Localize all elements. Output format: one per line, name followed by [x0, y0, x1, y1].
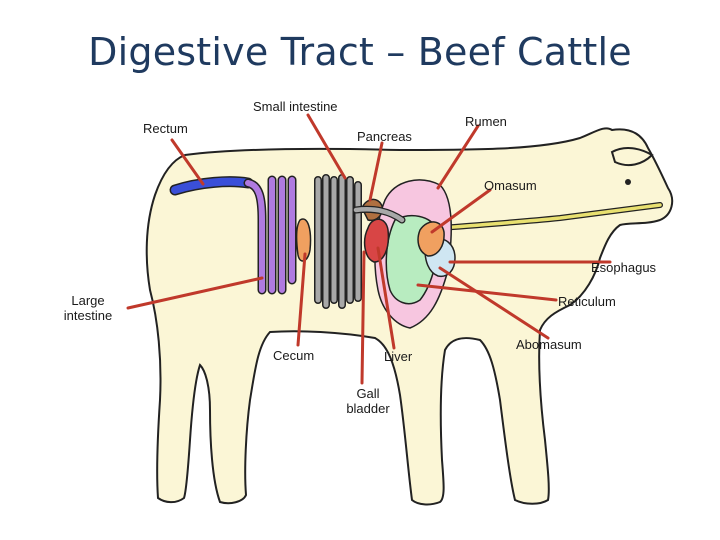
label-gall-bladder: Gall bladder [338, 386, 398, 416]
label-reticulum: Reticulum [558, 294, 616, 309]
label-large-intestine-line2: intestine [63, 308, 113, 323]
leader-gall-bladder [360, 250, 366, 385]
leader-pancreas [368, 141, 384, 202]
omasum-organ [417, 221, 445, 257]
label-rumen: Rumen [465, 114, 507, 129]
label-liver: Liver [384, 349, 413, 364]
leader-reticulum [416, 283, 558, 302]
leader-cecum [296, 252, 307, 347]
cow-ear [610, 147, 654, 167]
label-cecum: Cecum [273, 348, 315, 363]
label-large-intestine-line1: Large [71, 293, 105, 308]
label-omasum: Omasum [484, 178, 537, 193]
label-small-intestine: Small intestine [253, 99, 338, 114]
label-gall-bladder-line1: Gall [356, 386, 380, 401]
leader-rumen [436, 124, 480, 190]
label-esophagus: Esophagus [591, 260, 657, 275]
leader-liver [376, 246, 396, 350]
leader-omasum [430, 188, 492, 234]
label-pancreas: Pancreas [357, 129, 412, 144]
label-rectum: Rectum [143, 121, 188, 136]
label-abomasum: Abomasum [516, 337, 582, 352]
page-title: Digestive Tract – Beef Cattle [88, 30, 632, 74]
leader-large-intestine [126, 276, 264, 310]
leader-rectum [170, 138, 205, 186]
leader-small-intestine [306, 113, 347, 180]
label-large-intestine: Large intestine [58, 293, 118, 323]
cow-eye [625, 179, 631, 185]
liver-organ [363, 218, 390, 263]
leader-abomasum [438, 266, 550, 340]
label-gall-bladder-line2: bladder [346, 401, 390, 416]
